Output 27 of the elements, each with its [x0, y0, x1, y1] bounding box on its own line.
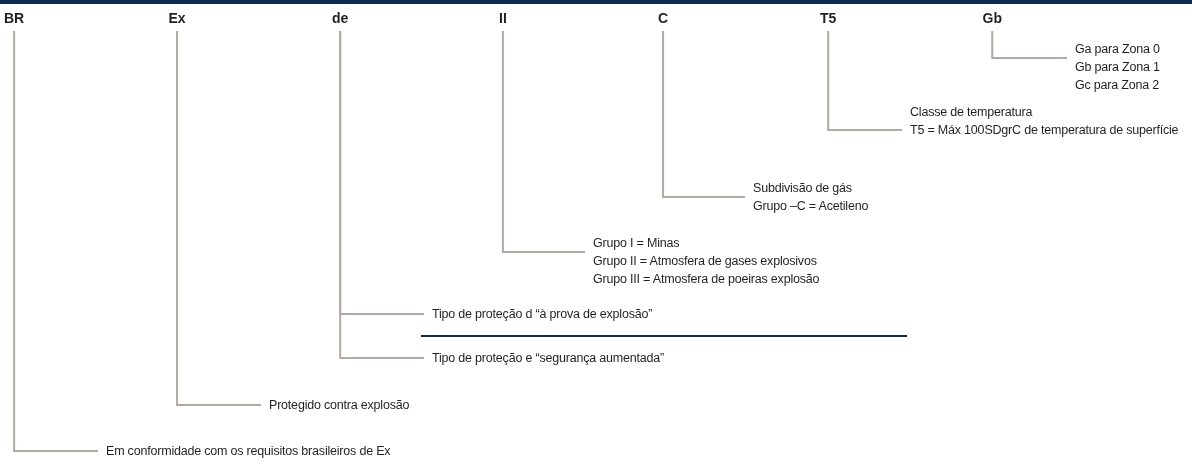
text-line: T5 = Máx 100SDgrC de temperatura de superfície	[910, 122, 1180, 139]
marking-code: T5	[820, 9, 837, 27]
marking-code: C	[658, 9, 669, 27]
leader-line	[662, 30, 746, 198]
marking-code: de	[332, 9, 349, 27]
leader-line	[13, 30, 99, 452]
text-line: Ga para Zona 0	[1075, 41, 1161, 58]
text-line: Grupo II = Atmosfera de gases explosivos	[593, 253, 818, 270]
text-line: Gb para Zona 1	[1075, 59, 1161, 76]
protection-type-text: Tipo de proteção e “segurança aumentada”	[424, 349, 844, 367]
marking-code: BR	[4, 9, 25, 27]
marking-code: Gb	[982, 9, 1002, 27]
description-text: Em conformidade com os requisitos brasileiros de Ex	[98, 442, 598, 460]
protection-type-text: Tipo de proteção d “à prova de explosão”	[424, 305, 844, 323]
marking-code: II	[499, 9, 507, 27]
text-line: Grupo –C = Acetileno	[753, 198, 870, 215]
marking-code: Ex	[168, 9, 186, 27]
leader-line	[501, 30, 586, 253]
text-line: Grupo I = Minas	[593, 235, 681, 252]
text-line: Gc para Zona 2	[1075, 77, 1161, 94]
leader-line	[827, 30, 903, 131]
text-line: Grupo III = Atmosfera de poeiras explosão	[593, 271, 821, 288]
text-line: Classe de temperatura	[910, 104, 1034, 121]
description-text: Protegido contra explosão	[261, 396, 561, 414]
text-line: Subdivisão de gás	[753, 180, 853, 197]
leader-line	[991, 30, 1068, 59]
leader-line	[176, 30, 262, 406]
